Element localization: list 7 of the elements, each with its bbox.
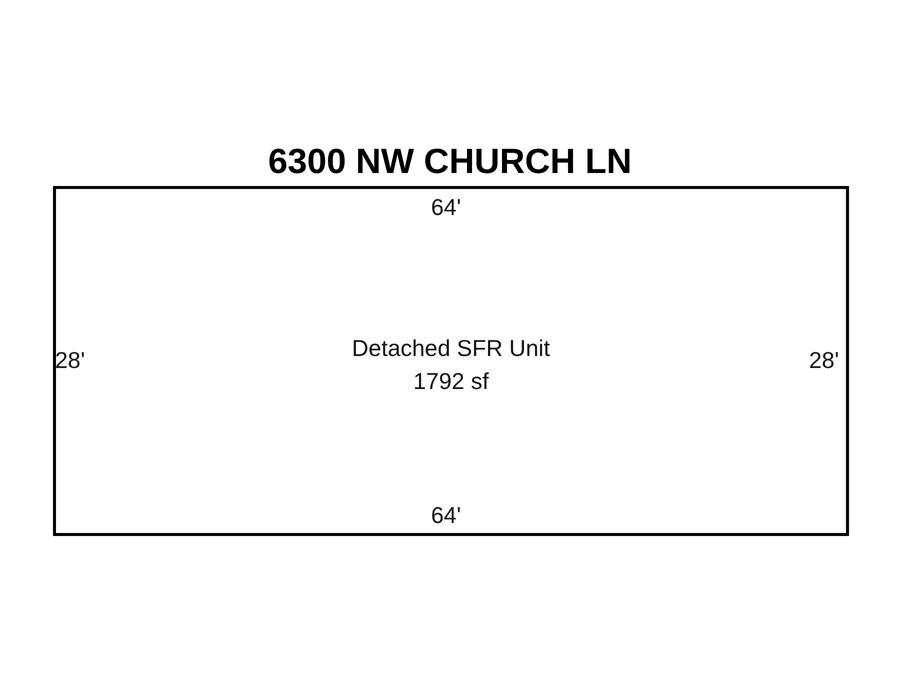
dimension-label: 28' xyxy=(809,347,839,373)
footprint-outline xyxy=(53,186,849,536)
dimension-label: 64' xyxy=(431,194,461,220)
dimension-label: 28' xyxy=(55,347,85,373)
dimension-label: 64' xyxy=(431,502,461,528)
unit-label: Detached SFR Unit 1792 sf xyxy=(350,334,552,396)
diagram-title: 6300 NW CHURCH LN xyxy=(267,141,633,183)
